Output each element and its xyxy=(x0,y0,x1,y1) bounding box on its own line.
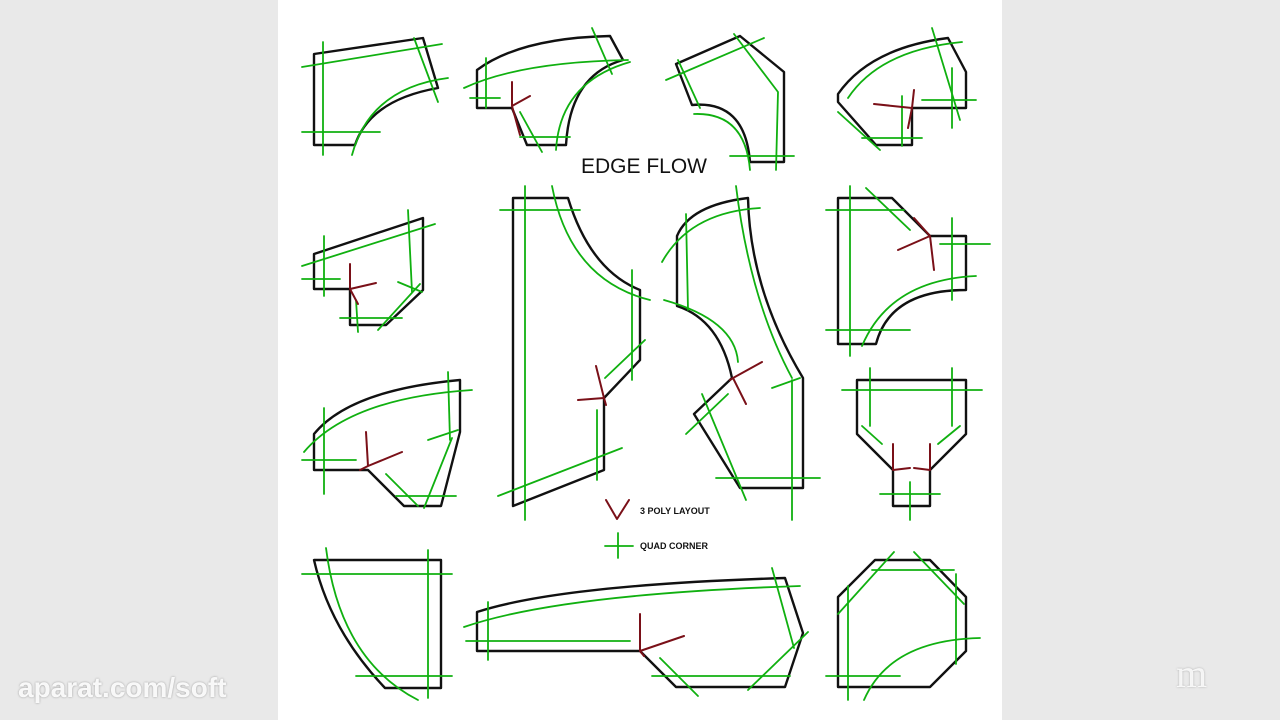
flow-line xyxy=(685,393,729,435)
flow-line xyxy=(407,209,413,293)
pole-mark xyxy=(605,499,630,520)
shape-3 xyxy=(665,33,795,171)
shape-6 xyxy=(497,185,651,521)
flow-line xyxy=(604,532,634,559)
shape-10 xyxy=(841,367,983,521)
shape-7 xyxy=(661,185,821,521)
flow-line xyxy=(555,61,631,151)
shape-outline xyxy=(855,378,968,508)
flow-line xyxy=(301,43,443,68)
flow-line xyxy=(847,41,963,99)
shape-outline xyxy=(836,558,968,689)
quad-corner-icon xyxy=(604,532,634,559)
flow-line xyxy=(463,59,629,89)
flow-line xyxy=(591,27,613,75)
legend-label-3-poly: 3 POLY LAYOUT xyxy=(640,506,710,516)
flow-line xyxy=(837,111,881,151)
shape-9 xyxy=(301,371,473,509)
flow-line xyxy=(865,187,911,231)
shape-outline xyxy=(475,576,805,689)
shape-outline xyxy=(836,196,968,346)
watermark-text: aparat.com/soft xyxy=(18,672,227,703)
diagram-sheet: EDGE FLOW 3 POLY LAYOUT QUAD CORNER xyxy=(278,0,1002,720)
shape-8 xyxy=(825,185,991,357)
diagram-title: EDGE FLOW xyxy=(581,155,707,178)
shape-4 xyxy=(836,27,977,151)
flow-line xyxy=(733,33,779,171)
shape-outline xyxy=(511,196,642,508)
flow-line xyxy=(693,113,751,171)
flow-line xyxy=(663,299,739,363)
flow-line xyxy=(303,389,473,453)
watermark-logo: m xyxy=(1176,651,1208,696)
flow-line xyxy=(735,185,793,379)
flow-line xyxy=(661,207,761,263)
pole-mark xyxy=(729,361,763,405)
flow-line xyxy=(427,429,459,441)
left-margin xyxy=(0,0,278,720)
pole-mark xyxy=(349,263,377,305)
flow-line xyxy=(861,425,883,445)
flow-line xyxy=(325,547,419,701)
legend-label-quad-corner: QUAD CORNER xyxy=(640,541,709,551)
flow-line xyxy=(423,437,453,509)
flow-line xyxy=(937,425,961,445)
shape-12 xyxy=(463,567,809,697)
shape-13 xyxy=(825,551,981,701)
pole-mark xyxy=(892,443,931,471)
edge-flow-diagram: EDGE FLOW 3 POLY LAYOUT QUAD CORNER xyxy=(301,27,991,701)
flow-line xyxy=(377,283,421,331)
flow-line xyxy=(659,657,699,697)
shape-11 xyxy=(301,547,453,701)
shape-outline xyxy=(312,378,462,508)
pole-mark xyxy=(359,431,403,471)
pole-mark xyxy=(897,217,935,271)
shape-outline xyxy=(312,558,443,690)
flow-line xyxy=(863,637,981,701)
shape-outline xyxy=(674,34,786,164)
flow-line xyxy=(351,77,449,156)
shape-5 xyxy=(301,209,436,333)
flow-line xyxy=(397,281,423,293)
three-poly-icon xyxy=(605,499,630,520)
flow-line xyxy=(931,27,961,121)
flow-line xyxy=(837,551,895,615)
shape-outline xyxy=(675,196,805,490)
shape-outline xyxy=(836,36,968,147)
pole-mark xyxy=(873,89,915,129)
flow-line xyxy=(497,447,623,497)
flow-line xyxy=(685,213,689,311)
flow-line xyxy=(747,631,809,691)
flow-line xyxy=(301,223,436,267)
flow-line xyxy=(519,111,543,153)
flow-line xyxy=(551,185,651,301)
pole-mark xyxy=(511,81,531,136)
pole-mark xyxy=(577,365,607,406)
flow-line xyxy=(413,37,439,103)
flow-line xyxy=(861,275,977,347)
shape-outline xyxy=(312,216,425,327)
flow-line xyxy=(447,371,451,441)
flow-line xyxy=(604,339,646,379)
shape-1 xyxy=(301,36,449,156)
shape-2 xyxy=(463,27,631,153)
flow-line xyxy=(463,585,801,628)
flow-line xyxy=(771,567,795,649)
flow-line xyxy=(355,299,359,333)
flow-line xyxy=(701,393,747,501)
pole-mark xyxy=(639,613,685,657)
flow-line xyxy=(665,37,765,81)
flow-line xyxy=(677,59,701,109)
flow-line xyxy=(385,473,419,507)
right-margin xyxy=(1002,0,1280,720)
flow-line xyxy=(771,377,801,389)
shape-outline xyxy=(475,34,625,147)
